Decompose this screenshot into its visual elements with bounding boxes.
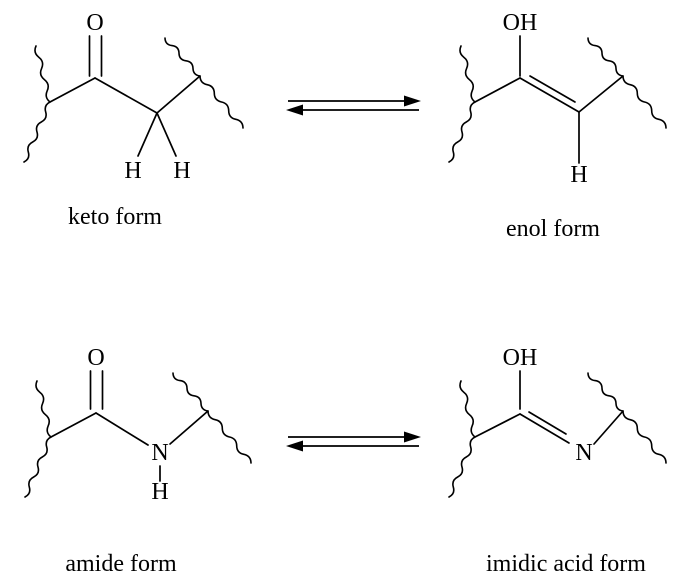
atom-label-nitrogen: N xyxy=(575,440,592,466)
squiggle-bond-left xyxy=(23,45,51,163)
atom-label-hydroxyl: OH xyxy=(503,345,538,371)
bond-n-to-right-r xyxy=(593,410,624,445)
atom-label-oxygen: O xyxy=(86,10,103,36)
squiggle-bond-right xyxy=(164,37,244,129)
bond-carbonyl-to-left-r xyxy=(50,412,97,438)
atom-label-h: H xyxy=(570,162,587,188)
caption-imidic-acid-form: imidic acid form xyxy=(486,551,646,577)
squiggle-bond-left xyxy=(448,45,476,163)
bond-c2-to-right-r xyxy=(578,75,624,113)
bond-ch2-to-h-right xyxy=(156,112,177,157)
bond-carbonyl-to-n xyxy=(95,412,149,446)
caption-amide-form: amide form xyxy=(65,551,177,577)
equilibrium-arrow-bottom xyxy=(286,431,421,452)
bond-c1-to-left-r xyxy=(474,77,521,103)
caption-keto-form: keto form xyxy=(68,204,162,230)
equilibrium-forward-arrowhead-icon xyxy=(404,431,421,443)
equilibrium-reverse-arrowhead-icon xyxy=(286,104,303,116)
cc-double-bond-line2 xyxy=(529,75,576,103)
atom-label-h: H xyxy=(151,479,168,505)
squiggle-bond-left xyxy=(24,380,52,498)
equilibrium-forward-arrowhead-icon xyxy=(404,95,421,107)
keto-form-structure: O H H keto form xyxy=(23,10,244,230)
equilibrium-arrow-top xyxy=(286,95,421,116)
squiggle-bond-right xyxy=(172,372,252,464)
cn-double-bond-line1 xyxy=(519,413,570,444)
bond-carbonyl-to-ch2 xyxy=(94,77,158,114)
squiggle-bond-left xyxy=(448,380,476,498)
atom-label-h-left: H xyxy=(124,158,141,184)
atom-label-oxygen: O xyxy=(87,345,104,371)
bond-ch2-to-h-left xyxy=(137,112,158,157)
imidic-acid-form-structure: OH N imidic acid form xyxy=(448,345,667,577)
cc-double-bond-line1 xyxy=(519,77,580,113)
atom-label-nitrogen: N xyxy=(151,440,168,466)
squiggle-bond-right xyxy=(587,372,667,464)
amide-form-structure: O N H amide form xyxy=(24,345,252,577)
equilibrium-reverse-arrowhead-icon xyxy=(286,440,303,452)
cn-double-bond-line2 xyxy=(528,411,567,435)
bond-c-to-left-r xyxy=(474,413,521,438)
atom-label-h-right: H xyxy=(173,158,190,184)
bond-ch2-to-right-r xyxy=(156,75,201,114)
bond-n-to-right-r xyxy=(169,410,209,445)
caption-enol-form: enol form xyxy=(506,216,600,242)
enol-form-structure: OH H enol form xyxy=(448,10,667,242)
atom-label-hydroxyl: OH xyxy=(503,10,538,36)
bond-carbonyl-to-left-r xyxy=(49,77,96,103)
squiggle-bond-right xyxy=(587,37,667,129)
